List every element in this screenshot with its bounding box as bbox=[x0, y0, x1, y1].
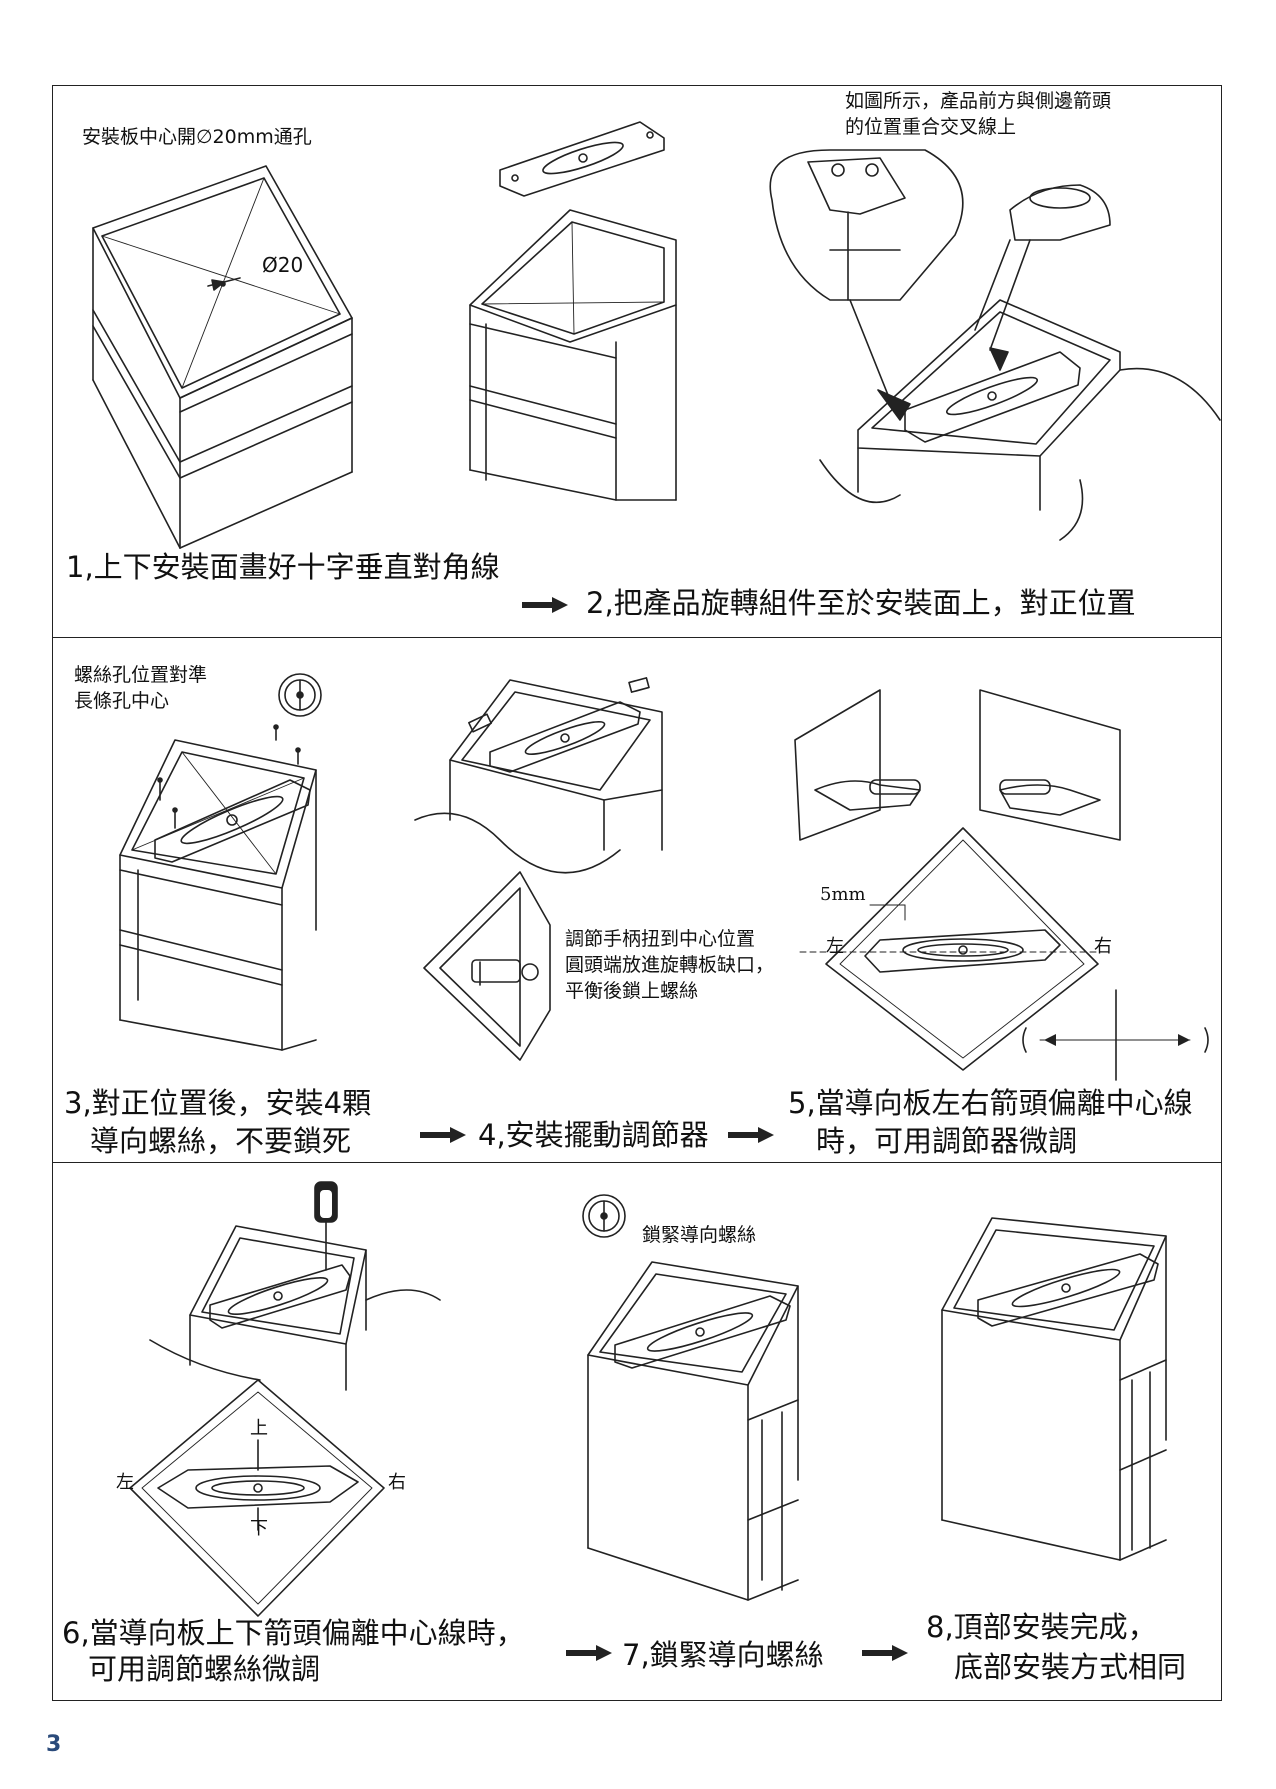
arrow-step3-4 bbox=[420, 1127, 466, 1143]
step-4-text: 4,安裝擺動調節器 bbox=[478, 1118, 709, 1152]
step-6-text-line1: 6,當導向板上下箭頭偏離中心線時， bbox=[62, 1616, 525, 1650]
note-handle-line1: 調節手柄扭到中心位置 bbox=[565, 928, 756, 950]
step-7-text: 7,鎖緊導向螺絲 bbox=[622, 1638, 824, 1672]
step-5-text-line2: 時，可用調節器微調 bbox=[816, 1124, 1078, 1158]
arrow-step6-7 bbox=[566, 1645, 612, 1661]
step-1-text: 1,上下安裝面畫好十字垂直對角線 bbox=[66, 550, 500, 584]
adjust-screws-illustration bbox=[129, 1181, 441, 1617]
note-handle-line2: 圓頭端放進旋轉板缺口， bbox=[565, 954, 775, 976]
note-handle-line3: 平衡後鎖上螺絲 bbox=[565, 980, 699, 1002]
label-left-2: 左 bbox=[116, 1472, 134, 1493]
label-right: 右 bbox=[1094, 936, 1112, 957]
cabinet-diagonals-illustration bbox=[92, 165, 353, 549]
swing-adjuster-illustration bbox=[414, 677, 663, 1061]
arrow-step1-2 bbox=[522, 597, 568, 613]
step-5-text-line1: 5,當導向板左右箭頭偏離中心線 bbox=[788, 1086, 1193, 1120]
step-3-text-line2: 導向螺絲，不要鎖死 bbox=[90, 1124, 352, 1158]
step-8-text-line2: 底部安裝方式相同 bbox=[954, 1650, 1187, 1684]
arrow-step7-8 bbox=[862, 1645, 908, 1661]
arrow-step4-5 bbox=[728, 1127, 774, 1143]
lock-screws-illustration bbox=[582, 1194, 799, 1601]
label-left: 左 bbox=[826, 936, 844, 957]
note-lock-screws: 鎖緊導向螺絲 bbox=[642, 1224, 757, 1246]
dimension-5mm: 5mm bbox=[820, 884, 866, 905]
arrow-alignment-illustration bbox=[769, 149, 1221, 541]
label-right-2: 右 bbox=[388, 1472, 406, 1493]
label-up: 上 bbox=[250, 1418, 268, 1439]
page-frame bbox=[52, 85, 1222, 1701]
note-screw-line1: 螺絲孔位置對準 bbox=[74, 664, 208, 686]
install-screws-illustration bbox=[119, 673, 322, 1051]
note-screw-line2: 長條孔中心 bbox=[74, 690, 170, 712]
label-down: 下 bbox=[250, 1518, 268, 1539]
step-3-text-line1: 3,對正位置後，安裝4顆 bbox=[64, 1086, 372, 1120]
note-align-line2: 的位置重合交叉線上 bbox=[845, 116, 1017, 138]
cabinet-plate-illustration bbox=[469, 121, 677, 501]
note-center-hole: 安裝板中心開∅20mm通孔 bbox=[82, 126, 312, 148]
step-6-text-line2: 可用調節螺絲微調 bbox=[88, 1652, 321, 1686]
step-2-text: 2,把產品旋轉組件至於安裝面上，對正位置 bbox=[586, 586, 1136, 620]
page-number: 3 bbox=[46, 1732, 62, 1757]
panel-divider-2 bbox=[52, 1162, 1222, 1163]
step-8-text-line1: 8,頂部安裝完成， bbox=[926, 1610, 1157, 1644]
completed-cabinet-illustration bbox=[941, 1217, 1167, 1561]
fine-tune-illustration bbox=[794, 689, 1209, 1081]
dimension-label: Ø20 bbox=[262, 253, 304, 277]
panel-divider-1 bbox=[52, 637, 1222, 638]
note-align-line1: 如圖所示，產品前方與側邊箭頭 bbox=[845, 90, 1112, 112]
